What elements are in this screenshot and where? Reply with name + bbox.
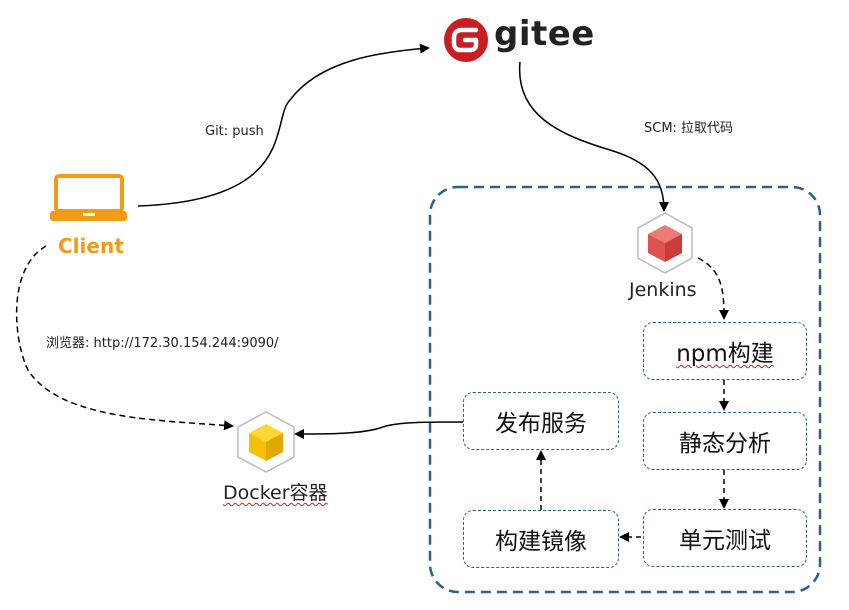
edge-git-push: [137, 43, 430, 207]
browser-url-label: 浏览器: http://172.30.154.244:9090/: [46, 336, 279, 351]
gitee-logo-icon: [444, 18, 488, 62]
step-publish-service-label: 发布服务: [495, 411, 587, 437]
scm-label: SCM: 拉取代码: [644, 121, 734, 136]
gitee-label: gitee: [494, 14, 595, 54]
step-static-analysis: 静态分析: [643, 412, 807, 470]
step-publish-service: 发布服务: [463, 392, 619, 450]
docker-cube-icon: [237, 411, 295, 473]
docker-label: Docker容器: [223, 482, 328, 504]
git-push-label: Git: push: [205, 124, 264, 139]
step-unit-test-label: 单元测试: [679, 528, 771, 554]
step-npm-build-label: npm构建: [676, 341, 774, 367]
step-build-image: 构建镜像: [463, 510, 619, 568]
jenkins-cube-icon: [637, 212, 693, 274]
edge-scm: [518, 61, 669, 212]
laptop-icon: [50, 174, 127, 221]
edge-jenkins-npm: [697, 257, 729, 320]
jenkins-label: Jenkins: [629, 279, 697, 301]
edge-publish-docker: [294, 421, 464, 439]
pipeline-container: [428, 185, 822, 594]
edge-browser: [15, 245, 234, 431]
step-static-analysis-label: 静态分析: [679, 431, 771, 457]
step-build-image-label: 构建镜像: [495, 529, 587, 555]
client-label: Client: [58, 234, 124, 258]
step-unit-test: 单元测试: [643, 509, 807, 567]
step-npm-build: npm构建: [643, 322, 807, 380]
